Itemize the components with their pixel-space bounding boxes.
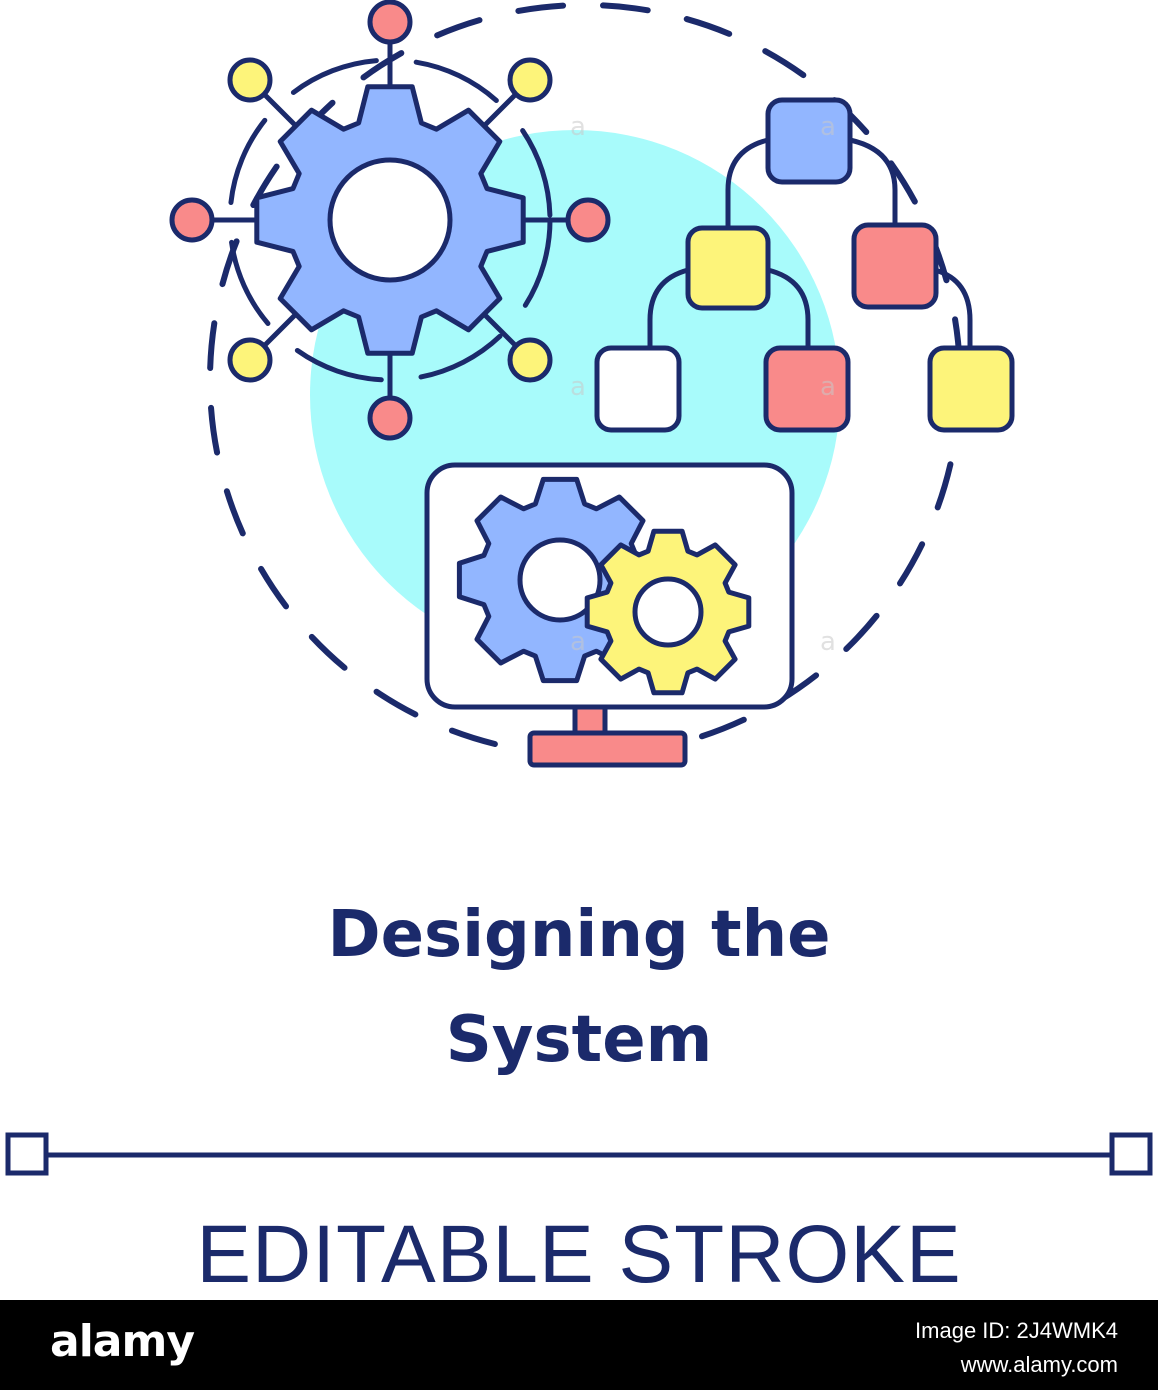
page-title-line-1: Designing the xyxy=(327,898,831,972)
site-url[interactable]: www.alamy.com xyxy=(960,1352,1118,1377)
svg-text:a: a xyxy=(820,627,836,657)
flowchart-icon xyxy=(594,97,1015,433)
svg-text:a: a xyxy=(570,627,586,657)
footer-meta: Image ID: 2J4WMK4 www.alamy.com xyxy=(915,1314,1118,1382)
right-handle-icon xyxy=(1109,1132,1153,1176)
image-id: Image ID: 2J4WMK4 xyxy=(915,1318,1118,1343)
svg-text:a: a xyxy=(820,372,836,402)
left-handle-icon xyxy=(5,1132,49,1176)
stroke-handle-bar xyxy=(5,1132,1153,1176)
svg-text:a: a xyxy=(820,112,836,142)
svg-text:a: a xyxy=(570,372,586,402)
brand-logo: alamy xyxy=(50,1316,195,1367)
monitor-gears-icon xyxy=(424,462,795,768)
svg-text:a: a xyxy=(570,112,586,142)
concept-illustration: a a a a a a xyxy=(169,0,1015,768)
watermark: a a a a a a xyxy=(570,112,836,657)
page-title-line-2: System xyxy=(445,1003,713,1077)
network-gear-icon xyxy=(169,0,611,441)
editable-stroke-label: EDITABLE STROKE xyxy=(196,1209,962,1300)
footer-bar: alamy Image ID: 2J4WMK4 www.alamy.com xyxy=(0,1300,1158,1390)
